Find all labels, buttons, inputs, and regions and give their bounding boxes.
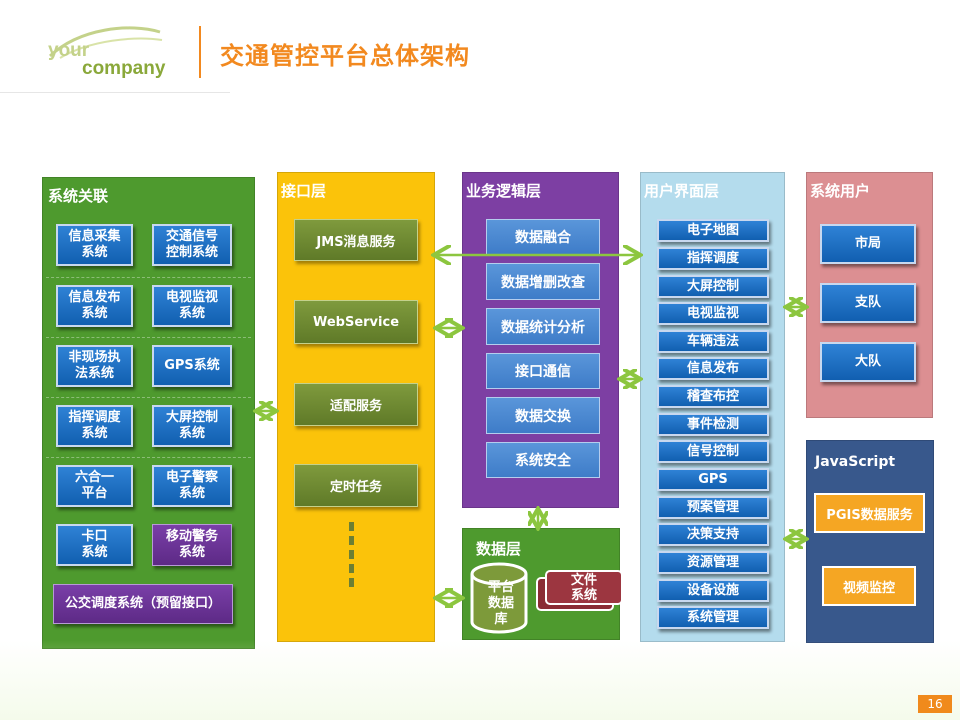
logo-word-your: your bbox=[48, 40, 90, 61]
row-separator bbox=[46, 337, 251, 338]
system-link-item[interactable]: 卡口 系统 bbox=[56, 524, 133, 566]
ui-item[interactable]: 系统管理 bbox=[657, 606, 769, 629]
interface-item[interactable]: 适配服务 bbox=[294, 383, 418, 426]
business-item[interactable]: 数据增删改查 bbox=[486, 263, 600, 300]
ui-item[interactable]: 预案管理 bbox=[657, 496, 769, 519]
system-link-title: 系统关联 bbox=[48, 187, 109, 205]
system-link-item[interactable]: 大屏控制 系统 bbox=[152, 405, 232, 447]
ui-item[interactable]: 电视监视 bbox=[657, 302, 769, 325]
row-separator bbox=[46, 397, 251, 398]
interface-title: 接口层 bbox=[281, 182, 327, 200]
system-link-item[interactable]: 信息发布 系统 bbox=[56, 285, 133, 327]
data-layer-title: 数据层 bbox=[476, 540, 522, 558]
system-link-item[interactable]: 移动警务 系统 bbox=[152, 524, 232, 566]
database-icon bbox=[470, 562, 528, 634]
row-separator bbox=[46, 277, 251, 278]
business-title: 业务逻辑层 bbox=[466, 182, 542, 200]
javascript-title: JavaScript bbox=[815, 454, 896, 470]
ui-item[interactable]: 决策支持 bbox=[657, 523, 769, 546]
javascript-column bbox=[806, 440, 934, 643]
ui-item[interactable]: 设备设施 bbox=[657, 579, 769, 602]
business-item[interactable]: 接口通信 bbox=[486, 353, 600, 389]
ellipsis-dot bbox=[349, 522, 354, 531]
row-separator bbox=[46, 457, 251, 458]
user-item[interactable]: 支队 bbox=[820, 283, 916, 323]
business-item[interactable]: 数据统计分析 bbox=[486, 308, 600, 345]
ui-title: 用户界面层 bbox=[644, 182, 720, 200]
file-system-label: 文件 系统 bbox=[570, 572, 597, 603]
system-link-item[interactable]: 信息采集 系统 bbox=[56, 224, 133, 266]
logo-word-company: company bbox=[82, 58, 166, 79]
ellipsis-dot bbox=[349, 564, 354, 573]
interface-item[interactable]: JMS消息服务 bbox=[294, 219, 418, 261]
ui-item[interactable]: 电子地图 bbox=[657, 219, 769, 242]
system-link-bottom-item[interactable]: 公交调度系统（预留接口） bbox=[53, 584, 233, 624]
ellipsis-dot bbox=[349, 550, 354, 559]
system-link-item[interactable]: 电视监视 系统 bbox=[152, 285, 232, 327]
users-title: 系统用户 bbox=[810, 182, 871, 200]
system-link-item[interactable]: 交通信号 控制系统 bbox=[152, 224, 232, 266]
ui-item[interactable]: 资源管理 bbox=[657, 551, 769, 574]
header-divider bbox=[199, 26, 201, 78]
interface-item[interactable]: 定时任务 bbox=[294, 464, 418, 507]
ui-item[interactable]: 事件检测 bbox=[657, 413, 769, 436]
system-link-item[interactable]: 六合一 平台 bbox=[56, 465, 133, 507]
js-item[interactable]: PGIS数据服务 bbox=[814, 493, 925, 533]
page-title: 交通管控平台总体架构 bbox=[220, 42, 470, 70]
js-item[interactable]: 视频监控 bbox=[822, 566, 916, 606]
ui-item[interactable]: GPS bbox=[657, 468, 769, 491]
business-item[interactable]: 系统安全 bbox=[486, 442, 600, 478]
ellipsis-dot bbox=[349, 536, 354, 545]
ui-item[interactable]: 车辆违法 bbox=[657, 330, 769, 353]
user-item[interactable]: 大队 bbox=[820, 342, 916, 382]
system-link-item[interactable]: 电子警察 系统 bbox=[152, 465, 232, 507]
system-link-item[interactable]: 指挥调度 系统 bbox=[56, 405, 133, 447]
logo-swoosh-icon bbox=[48, 26, 163, 59]
page-number: 16 bbox=[918, 695, 952, 713]
ui-item[interactable]: 信号控制 bbox=[657, 440, 769, 463]
user-item[interactable]: 市局 bbox=[820, 224, 916, 264]
ui-item[interactable]: 指挥调度 bbox=[657, 247, 769, 270]
platform-database-label: 平台 数据 库 bbox=[487, 580, 514, 627]
ui-item[interactable]: 稽查布控 bbox=[657, 385, 769, 408]
ellipsis-dot bbox=[349, 578, 354, 587]
file-system[interactable]: 文件 系统 bbox=[545, 570, 623, 605]
interface-item[interactable]: WebService bbox=[294, 300, 418, 344]
footer-wave bbox=[0, 640, 960, 720]
system-link-item[interactable]: GPS系统 bbox=[152, 345, 232, 387]
business-item[interactable]: 数据交换 bbox=[486, 397, 600, 434]
company-logo: your company bbox=[40, 18, 170, 88]
header-underline bbox=[0, 92, 230, 93]
ui-item[interactable]: 信息发布 bbox=[657, 357, 769, 380]
system-link-item[interactable]: 非现场执 法系统 bbox=[56, 345, 133, 387]
ui-item[interactable]: 大屏控制 bbox=[657, 275, 769, 298]
